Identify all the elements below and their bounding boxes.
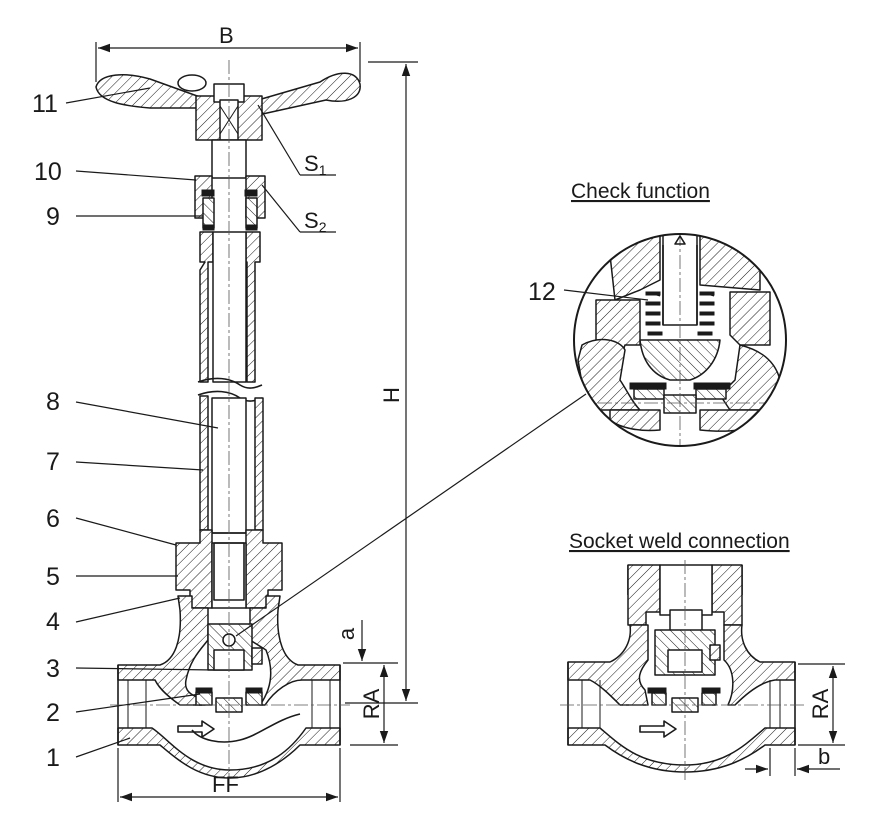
dim-b: b: [818, 744, 830, 769]
dim-S1: S1: [304, 151, 327, 178]
dim-RA-main: RA: [359, 688, 384, 719]
flow-arrow-main: [177, 720, 215, 738]
main-valve: [95, 60, 361, 785]
dim-S2: S2: [304, 208, 327, 235]
part-label-6: 6: [46, 505, 60, 533]
part-label-7: 7: [46, 448, 60, 476]
dim-FF: FF: [212, 772, 239, 797]
handwheel: [95, 72, 361, 141]
part-label-4: 4: [46, 608, 60, 636]
socket-weld-detail: Socket weld connection: [560, 530, 805, 780]
dim-RA-socket: RA: [808, 688, 833, 719]
part-labels: 11 10 9 8 7 6 5 4 3 2 1 12: [32, 87, 649, 772]
part-label-12: 12: [528, 278, 556, 306]
part-label-5: 5: [46, 563, 60, 591]
part-label-3: 3: [46, 655, 60, 683]
part-label-10: 10: [34, 158, 62, 186]
part-label-1: 1: [46, 744, 60, 772]
part-label-9: 9: [46, 203, 60, 231]
dimensions: B H FF RA a RA b S1: [95, 23, 845, 802]
flow-arrow-socket: [639, 720, 677, 738]
dim-a: a: [334, 627, 359, 640]
spring-12: [645, 291, 715, 336]
gland-area: [194, 139, 266, 231]
body: [117, 595, 341, 779]
part-label-2: 2: [46, 699, 60, 727]
check-function-detail: Check function: [571, 180, 787, 447]
part-label-8: 8: [46, 388, 60, 416]
extension-tube: [197, 231, 264, 534]
detail-connector-line: [235, 393, 587, 637]
dim-H: H: [379, 387, 404, 403]
part-label-11: 11: [32, 90, 58, 118]
dim-B: B: [219, 23, 234, 48]
check-function-title: Check function: [571, 180, 710, 203]
socket-weld-title: Socket weld connection: [569, 530, 790, 553]
